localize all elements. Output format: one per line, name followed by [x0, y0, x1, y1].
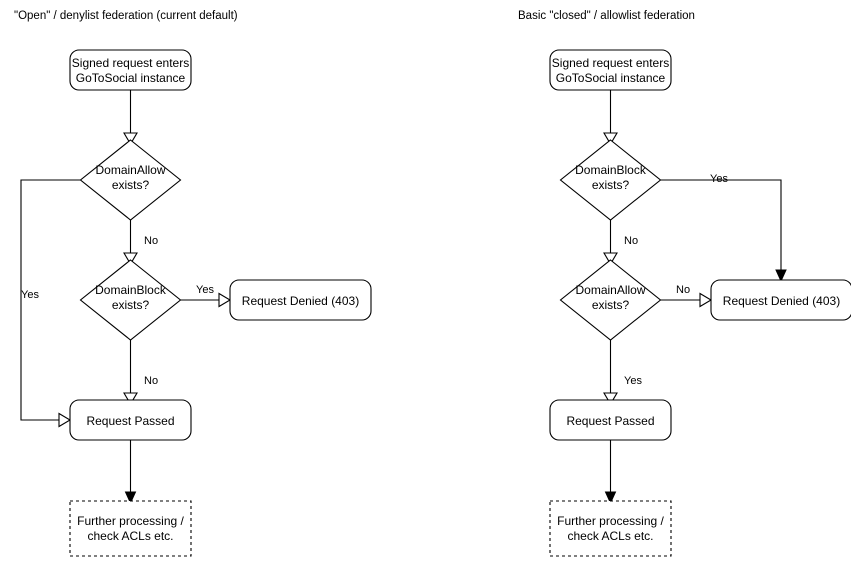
- node-start-left[interactable]: Signed request enters GoToSocial instanc…: [69, 49, 192, 91]
- arrow-solid-head: [604, 491, 617, 505]
- edge-label-block-yes: Yes: [196, 284, 214, 296]
- decision-label-line1: DomainAllow: [575, 283, 645, 297]
- edge-label-allow-yes: Yes: [624, 375, 642, 387]
- edge-domainallow-yes-to-passed: Yes: [20, 179, 81, 428]
- edge-passed-to-further: [604, 440, 617, 505]
- decision-label-line2: exists?: [112, 178, 150, 192]
- node-decision-domainallow-left[interactable]: DomainAllow exists?: [79, 139, 182, 221]
- edge-passed-to-further: [124, 440, 137, 505]
- arrow-open-head: [218, 292, 232, 308]
- node-start-right[interactable]: Signed request enters GoToSocial instanc…: [549, 49, 672, 91]
- request-passed-label: Request Passed: [86, 414, 174, 428]
- edge-domainblock-yes-to-denied: Yes: [180, 284, 232, 308]
- edge-domainallow-no-to-denied: No: [660, 284, 713, 308]
- edge-start-to-domainallow: [123, 90, 138, 146]
- request-denied-box[interactable]: [229, 279, 372, 321]
- decision-label-line1: DomainBlock: [575, 163, 647, 177]
- request-denied-label: Request Denied (403): [242, 294, 359, 308]
- decision-label-line2: exists?: [592, 298, 630, 312]
- arrow-open-head: [603, 252, 618, 266]
- diagram-title-closed-allowlist: Basic "closed" / allowlist federation: [518, 10, 695, 22]
- arrow-open-head: [123, 252, 138, 266]
- arrow-solid-head: [775, 269, 787, 283]
- decision-label-line2: exists?: [112, 298, 150, 312]
- request-denied-box[interactable]: [710, 279, 851, 321]
- edge-label-block-yes: Yes: [710, 173, 728, 185]
- node-request-passed-left[interactable]: Request Passed: [69, 399, 192, 441]
- arrow-open-head: [123, 132, 138, 146]
- diagram-closed-allowlist: Basic "closed" / allowlist federation Si…: [518, 10, 851, 557]
- further-processing-box[interactable]: [69, 500, 192, 557]
- further-processing-label-line2: check ACLs etc.: [567, 529, 653, 543]
- start-label-line2: GoToSocial instance: [76, 71, 186, 85]
- start-label-line2: GoToSocial instance: [556, 71, 666, 85]
- node-decision-domainblock-right[interactable]: DomainBlock exists?: [559, 139, 662, 221]
- edge-label-allow-no: No: [676, 284, 690, 296]
- arrow-open-head: [699, 292, 713, 308]
- node-request-denied-right[interactable]: Request Denied (403): [710, 279, 851, 321]
- decision-label-line1: DomainBlock: [95, 283, 167, 297]
- edge-domainblock-no-to-passed: No: [123, 340, 158, 406]
- diagram-open-denylist: "Open" / denylist federation (current de…: [14, 10, 372, 557]
- decision-label-line2: exists?: [592, 178, 630, 192]
- node-request-denied-left[interactable]: Request Denied (403): [229, 279, 372, 321]
- node-further-processing-left[interactable]: Further processing / check ACLs etc.: [69, 500, 192, 557]
- decision-label-line1: DomainAllow: [95, 163, 165, 177]
- edge-start-to-domainblock: [603, 90, 618, 146]
- diagram-title-open-denylist: "Open" / denylist federation (current de…: [14, 10, 238, 22]
- edge-domainallow-yes-to-passed: Yes: [603, 340, 642, 406]
- edge-label-block-no: No: [624, 235, 638, 247]
- node-decision-domainallow-right[interactable]: DomainAllow exists?: [559, 259, 662, 341]
- further-processing-label-line1: Further processing /: [77, 514, 184, 528]
- further-processing-label-line2: check ACLs etc.: [87, 529, 173, 543]
- request-denied-label: Request Denied (403): [723, 294, 840, 308]
- arrow-open-head: [123, 392, 138, 406]
- node-further-processing-right[interactable]: Further processing / check ACLs etc.: [549, 500, 672, 557]
- further-processing-box[interactable]: [549, 500, 672, 557]
- arrow-open-head: [603, 392, 618, 406]
- further-processing-label-line1: Further processing /: [557, 514, 664, 528]
- node-request-passed-right[interactable]: Request Passed: [549, 399, 672, 441]
- start-label-line1: Signed request enters: [72, 56, 189, 70]
- edge-label-allow-no: No: [144, 235, 158, 247]
- edge-domainallow-no-to-domainblock: No: [123, 220, 158, 266]
- start-label-line1: Signed request enters: [552, 56, 669, 70]
- request-passed-label: Request Passed: [566, 414, 654, 428]
- arrow-open-head: [58, 412, 72, 428]
- edge-label-block-no: No: [144, 375, 158, 387]
- arrow-solid-head: [124, 491, 137, 505]
- edge-label-allow-yes: Yes: [21, 289, 39, 301]
- arrow-open-head: [603, 132, 618, 146]
- node-decision-domainblock-left[interactable]: DomainBlock exists?: [79, 259, 182, 341]
- edge-domainblock-no-to-domainallow: No: [603, 220, 638, 266]
- edge-domainblock-yes-to-denied: Yes: [660, 173, 787, 283]
